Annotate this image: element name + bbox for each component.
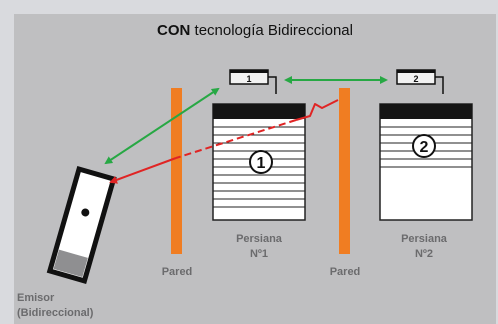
emitter-label: Emisor (Bidireccional): [17, 291, 117, 321]
blind-1-label-line1: Persiana: [236, 233, 282, 245]
blind-2-label: Persiana Nº2: [389, 232, 459, 262]
emitter-remote: [46, 165, 117, 284]
blind-1-number-badge: 1: [249, 150, 273, 174]
blind-1: [212, 103, 306, 221]
title-rest: tecnología Bidireccional: [190, 22, 353, 39]
blind-2: [379, 103, 473, 221]
blind-1-label-line2: Nº1: [249, 248, 269, 260]
receiver-2: 2: [396, 69, 444, 94]
wall-1-label: Pared: [161, 266, 193, 278]
emitter-label-line2: (Bidireccional): [17, 307, 94, 319]
red-signal-zigzag: [295, 99, 339, 121]
green-arrow-emitter: [104, 87, 220, 165]
blind-1-number: 1: [257, 155, 266, 172]
red-arrow-emitter: [109, 157, 177, 184]
receiver-2-number: 2: [413, 74, 418, 84]
receiver-1: 1: [229, 69, 277, 94]
wall-2-label: Pared: [329, 266, 361, 278]
blind-2-number-badge: 2: [412, 134, 436, 158]
blind-2-label-line2: Nº2: [414, 248, 434, 260]
blind-2-label-line1: Persiana: [401, 233, 447, 245]
blind-1-label: Persiana Nº1: [224, 232, 294, 262]
red-signal-dashed: [175, 119, 297, 159]
diagram-title: CON tecnología Bidireccional: [14, 22, 496, 39]
wall-2: [339, 88, 350, 254]
title-bold: CON: [157, 22, 191, 39]
receiver-1-number: 1: [246, 74, 251, 84]
emitter-label-line1: Emisor: [17, 292, 55, 304]
blind-2-number: 2: [420, 139, 429, 156]
wall-1: [171, 88, 182, 254]
